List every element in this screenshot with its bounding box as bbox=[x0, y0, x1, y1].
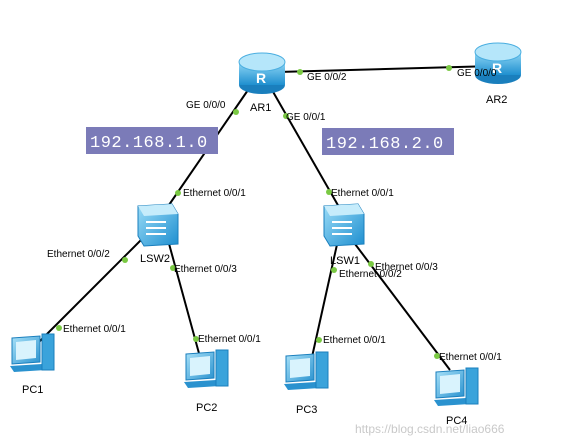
device-label-lsw1: LSW1 bbox=[330, 255, 360, 267]
device-label-lsw2: LSW2 bbox=[140, 253, 170, 265]
port-dot bbox=[331, 267, 337, 273]
port-label-ar2-ge000: GE 0/0/0 bbox=[457, 68, 497, 79]
pc-icon bbox=[284, 351, 329, 390]
port-label-pc4-e001: Ethernet 0/0/1 bbox=[439, 352, 502, 363]
device-label-pc3: PC3 bbox=[296, 404, 317, 416]
router-ar2[interactable]: R AR2 bbox=[474, 42, 522, 106]
link-lsw1-pc3 bbox=[311, 239, 339, 358]
device-label-ar2: AR2 bbox=[486, 94, 507, 106]
switch-icon bbox=[323, 203, 365, 247]
port-dot bbox=[368, 261, 374, 267]
subnet-label-left: 192.168.1.0 bbox=[86, 127, 218, 154]
router-ar1[interactable]: R AR1 bbox=[238, 52, 286, 114]
router-icon: R bbox=[238, 52, 286, 94]
device-label-pc2: PC2 bbox=[196, 402, 217, 414]
port-labels: GE 0/0/2 GE 0/0/0 GE 0/0/0 Ethernet 0/0/… bbox=[47, 68, 502, 363]
device-label-ar1: AR1 bbox=[250, 102, 271, 114]
pc-pc4[interactable]: PC4 bbox=[434, 367, 479, 427]
svg-text:R: R bbox=[256, 70, 266, 86]
port-label-ar1-ge000: GE 0/0/0 bbox=[186, 100, 226, 111]
port-label-ar1-ge001: GE 0/0/1 bbox=[286, 112, 326, 123]
port-dot bbox=[434, 353, 440, 359]
link-lsw1-pc4 bbox=[351, 239, 451, 371]
port-dot bbox=[297, 69, 303, 75]
port-dot bbox=[233, 109, 239, 115]
router-icon: R bbox=[474, 42, 522, 84]
port-label-lsw1-e001: Ethernet 0/0/1 bbox=[331, 188, 394, 199]
pc-icon bbox=[434, 367, 479, 406]
port-label-lsw1-e003: Ethernet 0/0/3 bbox=[375, 262, 438, 273]
port-dots bbox=[56, 65, 452, 359]
port-dot bbox=[316, 337, 322, 343]
pc-icon bbox=[184, 349, 229, 388]
port-label-pc1-e001: Ethernet 0/0/1 bbox=[63, 324, 126, 335]
pc-icon bbox=[10, 333, 55, 372]
port-label-ar1-ge002: GE 0/0/2 bbox=[307, 72, 347, 83]
subnet-label-right: 192.168.2.0 bbox=[322, 128, 454, 155]
port-dot bbox=[122, 257, 128, 263]
switch-icon bbox=[137, 203, 179, 247]
watermark-text: https://blog.csdn.net/liao666 bbox=[355, 422, 505, 436]
port-dot bbox=[170, 265, 176, 271]
port-dot bbox=[283, 113, 289, 119]
switch-lsw1[interactable]: LSW1 bbox=[323, 203, 365, 267]
port-dot bbox=[326, 189, 332, 195]
port-label-pc3-e001: Ethernet 0/0/1 bbox=[323, 335, 386, 346]
pc-pc2[interactable]: PC2 bbox=[184, 349, 229, 414]
port-dot bbox=[446, 65, 452, 71]
port-label-pc2-e001: Ethernet 0/0/1 bbox=[198, 334, 261, 345]
port-dot bbox=[193, 336, 199, 342]
port-label-lsw2-e003: Ethernet 0/0/3 bbox=[174, 264, 237, 275]
link-ar1-ar2 bbox=[277, 65, 495, 73]
pc-pc1[interactable]: PC1 bbox=[10, 333, 55, 396]
port-label-lsw2-e001: Ethernet 0/0/1 bbox=[183, 188, 246, 199]
device-label-pc4: PC4 bbox=[446, 415, 467, 427]
subnet-text-left: 192.168.1.0 bbox=[90, 134, 208, 153]
svg-text:R: R bbox=[492, 60, 502, 76]
switch-lsw2[interactable]: LSW2 bbox=[137, 203, 179, 265]
link-lsw2-pc1 bbox=[37, 232, 149, 344]
pc-pc3[interactable]: PC3 bbox=[284, 351, 329, 416]
port-label-lsw1-e002: Ethernet 0/0/2 bbox=[339, 269, 402, 280]
subnet-text-right: 192.168.2.0 bbox=[326, 135, 444, 154]
port-dot bbox=[56, 325, 62, 331]
port-dot bbox=[175, 190, 181, 196]
port-label-lsw2-e002: Ethernet 0/0/2 bbox=[47, 249, 110, 260]
device-label-pc1: PC1 bbox=[22, 384, 43, 396]
